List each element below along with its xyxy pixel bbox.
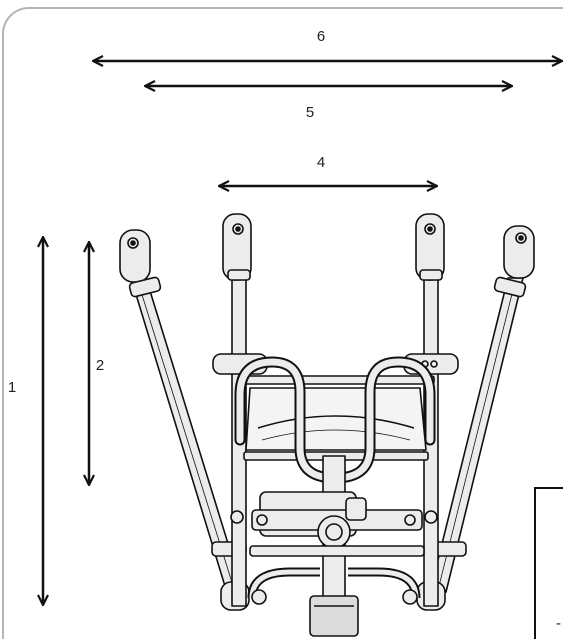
dimension-arrow-6: 6 bbox=[94, 28, 561, 61]
dimension-label-1: 1 bbox=[8, 379, 16, 396]
lift-frame-drawing bbox=[119, 213, 535, 637]
upper-crossbar bbox=[237, 375, 435, 385]
lower-crossbar bbox=[249, 545, 425, 557]
dimension-arrow-4: 4 bbox=[220, 154, 436, 186]
seat-tray bbox=[245, 387, 427, 451]
dimension-label-2: 2 bbox=[96, 357, 104, 374]
dimension-arrow-1: 1 bbox=[8, 238, 43, 604]
diagram-frame bbox=[2, 7, 563, 639]
foot-plate bbox=[309, 595, 359, 637]
dimension-label-4: 4 bbox=[317, 154, 325, 171]
dimension-arrow-2: 2 bbox=[89, 243, 104, 484]
dimension-label-5: 5 bbox=[306, 104, 314, 121]
callout-box-text: - bbox=[556, 615, 561, 632]
callout-box: - bbox=[534, 487, 563, 639]
dimension-arrow-5: 5 bbox=[146, 86, 511, 121]
dimension-label-6: 6 bbox=[317, 28, 325, 45]
